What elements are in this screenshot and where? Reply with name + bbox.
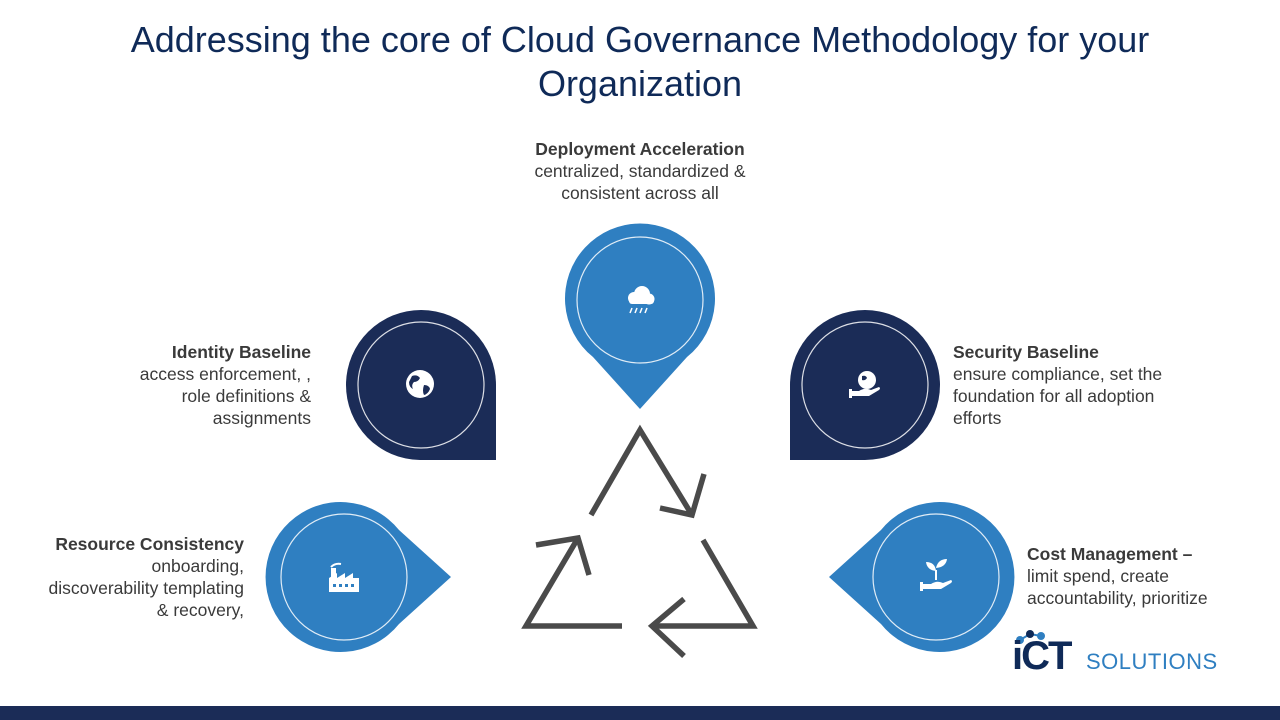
title-line-2: Organization xyxy=(537,63,743,104)
logo-brand: iCT xyxy=(1012,634,1072,678)
deployment-node xyxy=(565,223,715,409)
hand-plant-icon xyxy=(920,559,952,591)
resource-desc-2: discoverability templating xyxy=(48,578,244,598)
cost-desc-1: limit spend, create xyxy=(1027,566,1170,586)
deployment-desc-2: consistent across all xyxy=(561,183,719,203)
factory-icon xyxy=(329,562,359,592)
identity-desc-2: role definitions & xyxy=(181,386,311,406)
identity-heading: Identity Baseline xyxy=(171,342,311,362)
security-desc-1: ensure compliance, set the xyxy=(953,364,1163,384)
cycle-arrows xyxy=(521,424,758,659)
resource-desc-1: onboarding, xyxy=(151,556,244,576)
title-line-1: Addressing the core of Cloud Governance … xyxy=(130,19,1150,60)
resource-desc-3: & recovery, xyxy=(156,600,244,620)
cost-desc-2: accountability, prioritize xyxy=(1027,588,1208,608)
security-heading: Security Baseline xyxy=(953,342,1099,362)
security-desc-2: foundation for all adoption xyxy=(953,386,1155,406)
resource-label: Resource Consistency onboarding, discove… xyxy=(10,533,244,621)
deployment-label: Deployment Acceleration centralized, sta… xyxy=(490,138,790,204)
footer-bar xyxy=(0,706,1280,720)
deployment-heading: Deployment Acceleration xyxy=(535,139,745,159)
globe-icon xyxy=(406,370,434,398)
resource-node xyxy=(265,502,451,652)
arrow-bottom xyxy=(647,538,758,659)
identity-desc-1: access enforcement, , xyxy=(139,364,311,384)
deployment-desc-1: centralized, standardized & xyxy=(534,161,746,181)
logo-nodes-icon xyxy=(1016,630,1045,644)
security-node xyxy=(790,310,940,460)
security-label: Security Baseline ensure compliance, set… xyxy=(953,341,1213,429)
hand-globe-icon xyxy=(849,371,880,398)
cost-heading: Cost Management – xyxy=(1027,544,1193,564)
cost-label: Cost Management – limit spend, create ac… xyxy=(1027,543,1272,609)
resource-heading: Resource Consistency xyxy=(55,534,244,554)
arrow-top-right xyxy=(588,424,707,519)
cost-node xyxy=(829,501,1015,653)
page-title: Addressing the core of Cloud Governance … xyxy=(0,18,1280,106)
security-desc-3: efforts xyxy=(953,408,1002,428)
identity-desc-3: assignments xyxy=(212,408,311,428)
identity-node xyxy=(346,310,496,460)
identity-label: Identity Baseline access enforcement, , … xyxy=(90,341,311,429)
logo-suffix: SOLUTIONS xyxy=(1086,649,1218,674)
ict-solutions-logo: iCT SOLUTIONS xyxy=(1012,628,1222,680)
cloud-rain-icon xyxy=(628,286,655,314)
arrow-left xyxy=(521,534,622,629)
